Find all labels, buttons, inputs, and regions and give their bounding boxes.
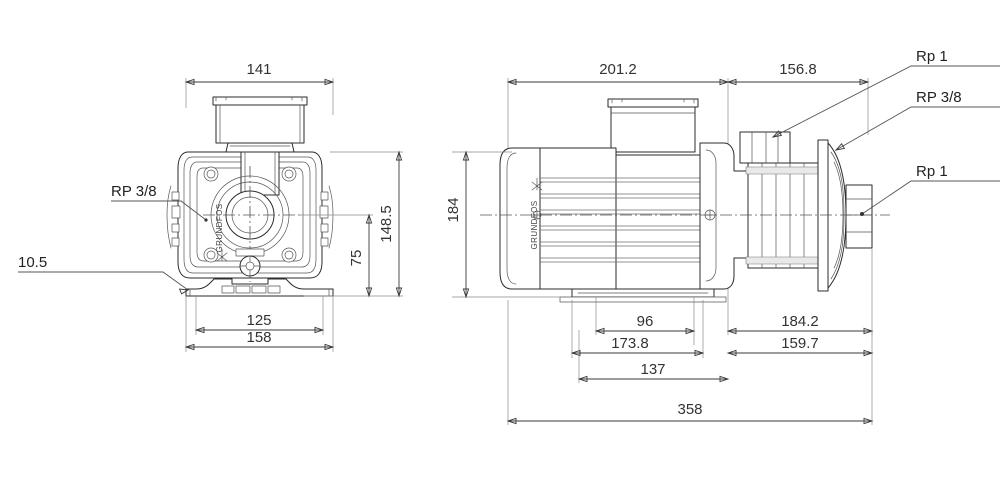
- dimension-value-358: 358: [677, 401, 702, 418]
- label-rp-3-8-side: RP 3/8: [834, 89, 1000, 151]
- dimension-value-173-8: 173.8: [611, 335, 649, 352]
- front-pump-body: GRUNDFOS: [166, 96, 334, 297]
- dimension-358: 358: [506, 300, 874, 425]
- dimension-173-8: 173.8: [570, 300, 705, 358]
- dimension-125: 125: [194, 296, 325, 335]
- label-rp-1-top: Rp 1: [771, 48, 1000, 138]
- brand-label-front: GRUNDFOS: [215, 204, 228, 262]
- dimension-value-148-5: 148.5: [378, 205, 395, 243]
- dimension-value-184: 184: [445, 197, 462, 222]
- dimension-value-141: 141: [246, 61, 271, 78]
- dimension-value-125: 125: [246, 312, 271, 329]
- motor-front-section: [615, 154, 701, 290]
- dimension-75: 75: [300, 213, 373, 298]
- dimension-value-75: 75: [348, 250, 365, 267]
- dimension-value-184-2: 184.2: [781, 313, 819, 330]
- side-pump-body: GRUNDFOS: [480, 98, 890, 303]
- motor-stator-body: [539, 147, 617, 290]
- motor-cooling-fins: [540, 177, 700, 263]
- label-text-rp-3-8-front: RP 3/8: [111, 183, 157, 200]
- pump-head-flange: [817, 139, 829, 292]
- dimension-value-201-2: 201.2: [599, 61, 637, 78]
- label-text-rp-1-lower: Rp 1: [916, 163, 948, 180]
- label-text-rp-3-8-side: RP 3/8: [916, 89, 962, 106]
- motor-bolt-bosses: [203, 166, 297, 263]
- terminal-box: [215, 104, 305, 144]
- dimension-159-7: 159.7: [726, 331, 874, 358]
- front-base-foot: [185, 278, 334, 297]
- side-terminal-box: [610, 106, 696, 153]
- label-text-rp-1-top: Rp 1: [916, 48, 948, 65]
- dimension-96: 96: [594, 297, 696, 345]
- terminal-box-base: [225, 142, 295, 153]
- suction-port-upper: [739, 131, 791, 164]
- pump-chamber: [747, 162, 819, 269]
- front-right-ports: [319, 185, 334, 249]
- tie-rod-band-top: [745, 166, 821, 175]
- label-10-5: 10.5: [18, 254, 190, 295]
- pump-bracket: [699, 142, 749, 290]
- motor-end-bell: [499, 147, 541, 290]
- front-drain-boss: [235, 248, 265, 277]
- dimension-137: 137: [577, 330, 730, 383]
- dimension-value-158: 158: [246, 329, 271, 346]
- label-rp-1-lower: Rp 1: [860, 163, 1000, 216]
- label-rp-3-8-front: RP 3/8: [111, 183, 208, 222]
- dimension-148-5: 148.5: [304, 150, 403, 298]
- front-view-group: 141: [18, 61, 403, 352]
- motor-neck: [240, 151, 280, 196]
- pump-stage-dividers: [761, 162, 805, 269]
- discharge-port: [845, 184, 873, 249]
- dimension-184: 184: [445, 150, 560, 299]
- dimension-156-8: 156.8: [726, 61, 870, 135]
- tie-rod-band-bottom: [745, 256, 821, 265]
- label-text-10-5: 10.5: [18, 254, 47, 271]
- dimension-value-137: 137: [640, 361, 665, 378]
- terminal-box-cap: [212, 96, 308, 106]
- dimension-value-156-8: 156.8: [779, 61, 817, 78]
- brand-text-front: GRUNDFOS: [215, 204, 224, 253]
- dimension-value-159-7: 159.7: [781, 335, 819, 352]
- side-terminal-cap: [607, 98, 699, 108]
- dimension-158: 158: [184, 296, 335, 352]
- front-left-ports: [166, 185, 181, 249]
- dimension-184-2: 184.2: [726, 248, 874, 335]
- side-view-group: 201.2 156.8: [445, 48, 1000, 425]
- dimension-value-96: 96: [637, 313, 654, 330]
- base-foot-side: [559, 296, 727, 303]
- brand-text-side: GRUNDFOS: [530, 201, 539, 250]
- dimension-141: 141: [184, 61, 335, 115]
